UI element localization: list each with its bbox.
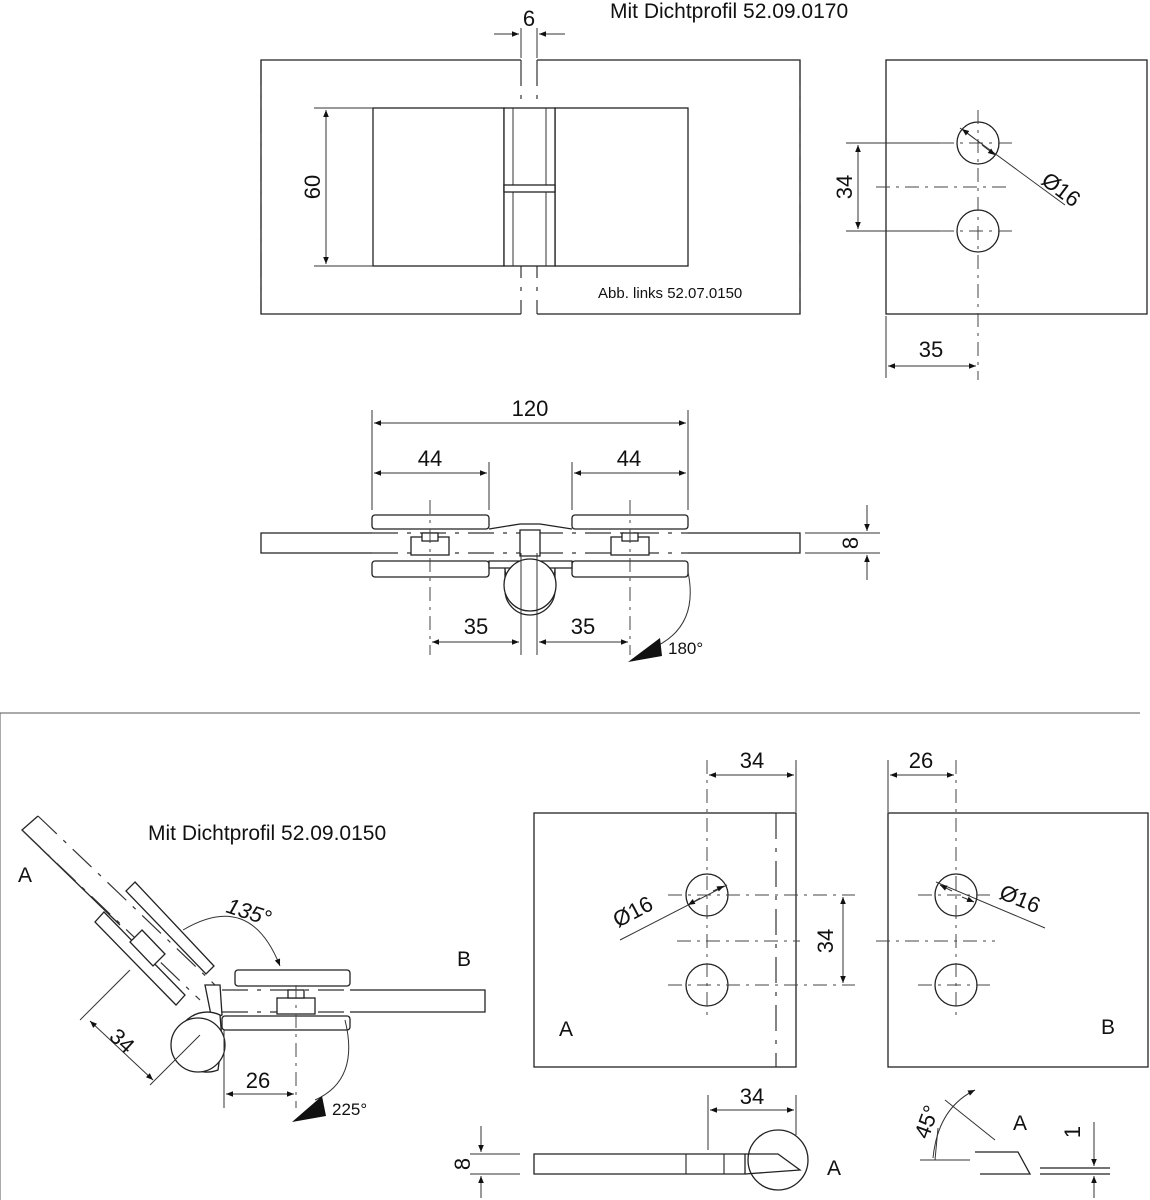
- angle-225-text: 225°: [332, 1100, 367, 1119]
- letter-a-plate: A: [559, 1018, 573, 1041]
- plate-a-view: 34 34 Ø16 A: [533, 748, 855, 1068]
- letter-b-plate: B: [1101, 1016, 1115, 1039]
- abb-note: Abb. links 52.07.0150: [598, 285, 742, 302]
- dim-26-plate-b-text: 26: [909, 748, 933, 773]
- dim-34-side-text: 34: [740, 1084, 764, 1109]
- top-front-view: 60 6 Mit Dichtprofil 52.09.0170 Abb. lin…: [260, 0, 848, 315]
- dim-35-edge-text: 35: [919, 337, 943, 362]
- dim-8-top-text: 8: [838, 537, 863, 549]
- angle-45-text: 45°: [909, 1102, 944, 1142]
- top-title: Mit Dichtprofil 52.09.0170: [610, 0, 848, 23]
- dim-120-text: 120: [512, 396, 549, 421]
- dim-34-angled-text: 34: [105, 1023, 140, 1058]
- letter-a-side: A: [827, 1157, 841, 1180]
- dim-34-top-text: 34: [832, 175, 857, 199]
- dim-44-right-text: 44: [617, 446, 641, 471]
- dim-44-left-text: 44: [418, 446, 442, 471]
- bottom-side-view: 34 8 A: [450, 1084, 841, 1198]
- dim-d16-plate-b-text: Ø16: [996, 879, 1044, 918]
- dim-35-right-text: 35: [571, 614, 595, 639]
- angle-135-text: 135°: [223, 893, 274, 931]
- letter-b-right: B: [457, 948, 471, 971]
- dim-60-text: 60: [300, 175, 325, 199]
- bottom-angled-view: Mit Dichtprofil 52.09.0150 A B 135° 34: [18, 815, 486, 1122]
- plate-b-view: 26 Ø16 B: [876, 748, 1149, 1068]
- dim-26-bottom-text: 26: [246, 1068, 270, 1093]
- top-section-view: 120 44 44 8 35 35 180°: [260, 396, 880, 662]
- dim-8-side-text: 8: [450, 1158, 475, 1170]
- bottom-title: Mit Dichtprofil 52.09.0150: [148, 822, 386, 845]
- dim-d16-top-text: Ø16: [1037, 167, 1085, 212]
- dim-d16-plate-a-text: Ø16: [609, 891, 657, 933]
- angle-180-text: 180°: [668, 639, 703, 658]
- top-plate-hole-view: 34 Ø16 35: [832, 59, 1148, 380]
- dim-1-text: 1: [1060, 1126, 1085, 1138]
- dim-6-text: 6: [523, 6, 535, 31]
- dim-34-plate-a-text: 34: [740, 748, 764, 773]
- bevel-detail: 45° A 1: [909, 1089, 1110, 1198]
- dim-35-left-text: 35: [464, 614, 488, 639]
- dim-34-plate-a-vert-text: 34: [813, 929, 838, 953]
- letter-a-bevel: A: [1013, 1112, 1027, 1135]
- letter-a-left: A: [18, 864, 32, 887]
